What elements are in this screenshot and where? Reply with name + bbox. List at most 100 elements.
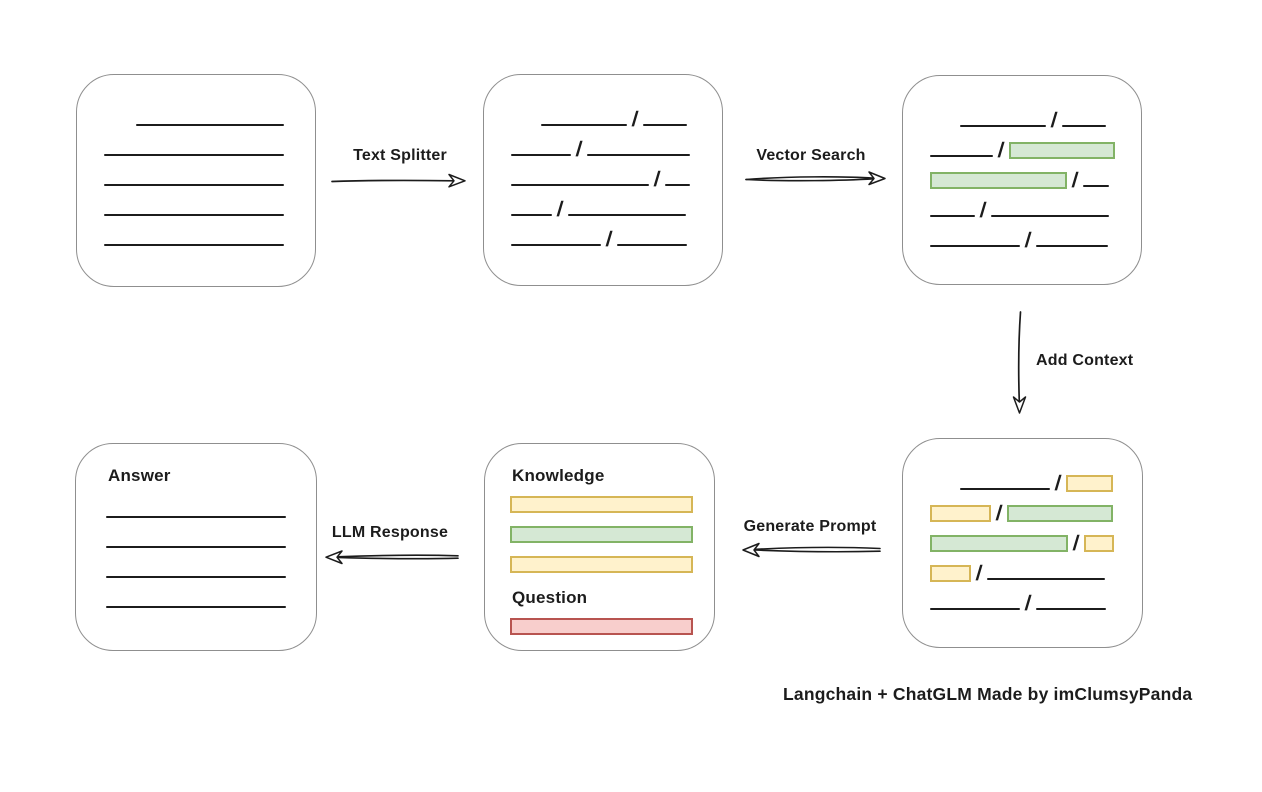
yellow-highlight-bar	[930, 565, 971, 582]
text-line-segment	[930, 155, 993, 157]
diagram-caption: Langchain + ChatGLM Made by imClumsyPand…	[783, 684, 1193, 704]
generate-prompt-arrow-icon	[742, 542, 881, 558]
chunk-row	[106, 581, 288, 611]
chunk-separator: /	[996, 139, 1006, 162]
chunk-row	[510, 519, 693, 549]
chunk-row	[510, 549, 693, 579]
chunk-separator: /	[604, 228, 614, 251]
text-line-segment	[960, 488, 1050, 490]
red-highlight-bar	[510, 617, 693, 635]
text-line-segment	[990, 215, 1109, 217]
chunk-row: /	[930, 160, 1113, 192]
context-chunks: / / / / /	[903, 439, 1142, 615]
green-highlight-bar	[510, 525, 693, 543]
indent-gap	[104, 128, 131, 129]
chunk-separator: /	[555, 198, 565, 221]
chunk-row: /	[511, 189, 694, 221]
text-line-segment	[930, 215, 975, 217]
text-line-segment	[104, 244, 284, 246]
yellow-highlight-bar	[510, 495, 693, 513]
text-line-segment	[642, 124, 687, 126]
chunk-separator: /	[1049, 109, 1059, 132]
chunk-separator: /	[978, 199, 988, 222]
chunk-row	[106, 491, 288, 521]
llm-response-label: LLM Response	[331, 524, 449, 541]
chunk-separator: /	[974, 562, 984, 585]
chunk-row: /	[930, 100, 1113, 132]
text-line-segment	[664, 184, 690, 186]
text-line-segment	[586, 154, 690, 156]
green-highlight-bar	[1006, 505, 1113, 522]
chunk-row: /	[930, 553, 1114, 585]
text-line-segment	[511, 244, 601, 246]
indent-gap	[930, 129, 955, 130]
text-line-segment	[106, 546, 286, 548]
text-line-segment	[104, 214, 284, 216]
vector-search-label: Vector Search	[756, 147, 866, 164]
chunk-row: /	[511, 219, 694, 251]
chunk-separator: /	[630, 108, 640, 131]
answer-lines	[106, 491, 288, 611]
chunk-row	[510, 611, 693, 641]
vector-search-arrow-icon	[745, 171, 886, 186]
add-context-label: Add Context	[1036, 352, 1134, 369]
split-text-box: /////	[483, 74, 723, 286]
text-splitter-label: Text Splitter	[353, 147, 447, 164]
text-line-segment	[104, 154, 284, 156]
chunk-row	[104, 129, 287, 159]
text-line-segment	[1082, 185, 1109, 187]
chunk-row	[104, 99, 287, 129]
chunk-separator: /	[1023, 229, 1033, 252]
source-document-lines	[77, 75, 315, 249]
knowledge-bars	[510, 489, 693, 579]
text-line-segment	[541, 124, 627, 126]
text-line-segment	[104, 184, 284, 186]
chunk-separator: /	[1023, 592, 1033, 615]
chunk-row	[104, 219, 287, 249]
text-line-segment	[567, 214, 686, 216]
generate-prompt-label: Generate Prompt	[743, 518, 877, 535]
chunk-row	[510, 489, 693, 519]
split-text-chunks: /////	[484, 75, 722, 251]
question-bar	[510, 611, 693, 641]
text-line-segment	[511, 214, 552, 216]
text-line-segment	[511, 184, 649, 186]
yellow-highlight-bar	[930, 505, 991, 522]
context-chunks-box: / / / / /	[902, 438, 1143, 648]
vector-matched-chunks-box: / / / / /	[902, 75, 1142, 285]
chunk-row: /	[511, 159, 694, 191]
chunk-row: /	[930, 583, 1114, 615]
chunk-separator: /	[1070, 169, 1080, 192]
yellow-highlight-bar	[1065, 475, 1113, 492]
chunk-row: /	[511, 129, 694, 161]
chunk-row	[106, 551, 288, 581]
chunk-row: /	[930, 523, 1114, 555]
chunk-separator: /	[1071, 532, 1081, 555]
prompt-box: Knowledge Question	[484, 443, 715, 651]
yellow-highlight-bar	[1083, 535, 1114, 552]
text-line-segment	[106, 606, 286, 608]
add-context-arrow-icon	[1012, 311, 1027, 414]
text-line-segment	[511, 154, 571, 156]
text-splitter-arrow-icon	[331, 173, 466, 188]
text-line-segment	[960, 125, 1046, 127]
llm-response-arrow-icon	[325, 550, 459, 565]
vector-matched-chunks: / / / / /	[903, 76, 1141, 252]
chunk-row: /	[930, 220, 1113, 252]
text-line-segment	[986, 578, 1105, 580]
chunk-separator: /	[994, 502, 1004, 525]
yellow-highlight-bar	[510, 555, 693, 573]
text-line-segment	[136, 124, 284, 126]
green-highlight-bar	[1008, 142, 1115, 159]
green-highlight-bar	[930, 172, 1067, 189]
question-label: Question	[512, 588, 588, 607]
knowledge-label: Knowledge	[512, 466, 605, 485]
text-line-segment	[930, 245, 1020, 247]
chunk-separator: /	[1053, 472, 1063, 495]
chunk-row: /	[930, 493, 1114, 525]
chunk-row	[104, 189, 287, 219]
text-line-segment	[930, 608, 1020, 610]
text-line-segment	[106, 576, 286, 578]
text-line-segment	[1035, 608, 1106, 610]
